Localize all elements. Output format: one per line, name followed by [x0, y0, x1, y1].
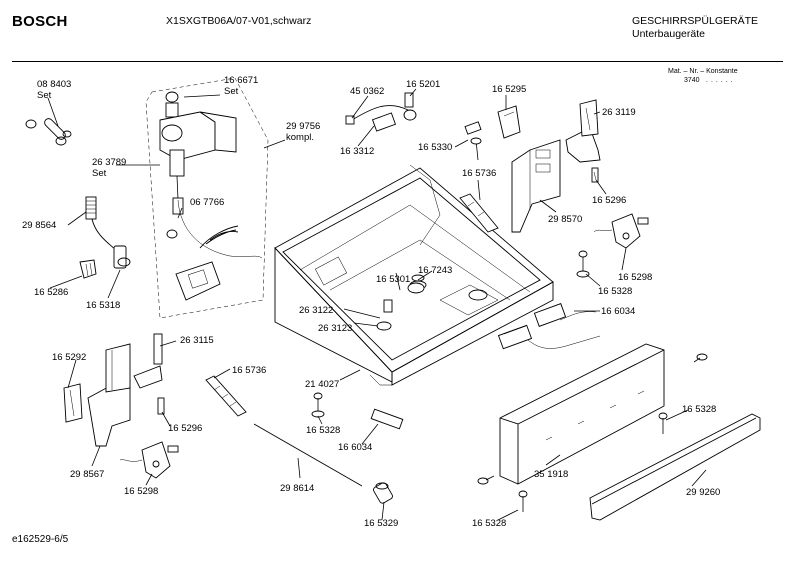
callout-26-3115: 26 3115: [180, 335, 214, 346]
callout-16-5296-right: 16 5296: [592, 195, 626, 206]
material-number-label: Mat. – Nr. – Konstante: [668, 68, 738, 75]
pin-set: [25, 118, 72, 146]
callout-26-3123: 26 3123: [318, 323, 352, 334]
callout-16-5318: 16 5318: [86, 300, 120, 311]
hinge-16-5298-right: [593, 213, 649, 249]
callout-16-5330: 16 5330: [418, 142, 452, 153]
callout-29-8614: 29 8614: [280, 483, 314, 494]
callout-29-8567: 29 8567: [70, 469, 104, 480]
hinge-16-5298-left: [119, 441, 179, 479]
rail-16-5736-left: [205, 375, 247, 417]
kick-plate: [589, 413, 761, 521]
inlet-valve-assembly: [159, 91, 263, 301]
side-bracket-right: [511, 99, 601, 233]
appliance-category: GESCHIRRSPÜLGERÄTE: [632, 15, 759, 27]
callout-08-8403-set: Set: [37, 90, 52, 101]
clip-16-5296-left: [157, 397, 165, 415]
callout-16-5201: 16 5201: [406, 79, 440, 90]
callout-16-5292: 16 5292: [52, 352, 86, 363]
level-switch-cable: [345, 92, 417, 132]
callout-21-4027: 21 4027: [305, 379, 339, 390]
callout-29-9756: 29 9756: [286, 121, 320, 132]
callout-29-9756-kompl: kompl.: [286, 132, 314, 143]
callout-26-3119: 26 3119: [602, 107, 636, 118]
callout-16-5328-right: 16 5328: [598, 286, 632, 297]
header-divider: [12, 61, 783, 62]
callout-26-3122: 26 3122: [299, 305, 333, 316]
connector-16-6034-middle: [370, 408, 404, 430]
screw-16-5328-right: [576, 250, 590, 278]
callout-16-5328-bottom: 16 5328: [472, 518, 506, 529]
rail-16-5736-right: [459, 193, 499, 233]
callout-29-8564: 29 8564: [22, 220, 56, 231]
connector-16-6034-right: [497, 303, 601, 350]
rod-29-8614: [253, 423, 363, 487]
callout-16-6671: 16 6671: [224, 75, 258, 86]
callout-16-5295: 16 5295: [492, 84, 526, 95]
callout-16-5298-right: 16 5298: [618, 272, 652, 283]
leader-lines: [47, 88, 707, 521]
material-number-dots: ......: [706, 77, 736, 84]
brand-logo: BOSCH: [12, 13, 68, 30]
callout-16-5296-left: 16 5296: [168, 423, 202, 434]
callout-08-8403: 08 8403: [37, 79, 71, 90]
callout-26-3789: 26 3789: [92, 157, 126, 168]
callout-16-7243: 16 7243: [418, 265, 452, 276]
cover-16-5292: [63, 383, 83, 423]
screw-16-5330: [464, 121, 482, 161]
callout-16-5736-lower: 16 5736: [232, 365, 266, 376]
callout-16-5328-panel: 16 5328: [682, 404, 716, 415]
part-callouts: 08 8403 Set 16 6671 Set 29 9756 kompl. 2…: [22, 75, 720, 529]
callout-35-1918: 35 1918: [534, 469, 568, 480]
side-bracket-left: [87, 333, 163, 447]
callout-06-7766: 06 7766: [190, 197, 224, 208]
callout-26-3789-set: Set: [92, 168, 107, 179]
screw-16-5328-panel: [477, 353, 708, 512]
callout-29-9260: 29 9260: [686, 487, 720, 498]
callout-16-3312: 16 3312: [340, 146, 374, 157]
callout-16-6034-right: 16 6034: [601, 306, 635, 317]
cap-16-5329: [373, 482, 393, 504]
material-number-value: 3740: [684, 77, 700, 84]
callout-16-5298-left: 16 5298: [124, 486, 158, 497]
callout-16-5329: 16 5329: [364, 518, 398, 529]
drain-hose: [85, 196, 131, 269]
callout-45-0362: 45 0362: [350, 86, 384, 97]
drawing-code: e162529-6/5: [12, 534, 69, 545]
appliance-subcategory: Unterbaugeräte: [632, 28, 705, 40]
callout-16-5286: 16 5286: [34, 287, 68, 298]
base-tub: [274, 164, 554, 386]
callout-16-5301: 16 5301: [376, 274, 410, 285]
callout-16-6034-middle: 16 6034: [338, 442, 372, 453]
callout-29-8570: 29 8570: [548, 214, 582, 225]
assembly-boundary: [145, 77, 269, 319]
callout-16-6671-set: Set: [224, 86, 239, 97]
screw-16-5328-middle: [311, 392, 325, 418]
callout-16-5328-middle: 16 5328: [306, 425, 340, 436]
hose-clip: [79, 259, 97, 279]
callout-16-5736-upper: 16 5736: [462, 168, 496, 179]
bracket-16-5295: [497, 105, 521, 139]
clip-16-5296-right: [591, 167, 599, 183]
float-parts: [383, 282, 425, 313]
front-panel: [499, 343, 665, 485]
model-number: X1SXGTB06A/07-V01,schwarz: [166, 15, 312, 27]
